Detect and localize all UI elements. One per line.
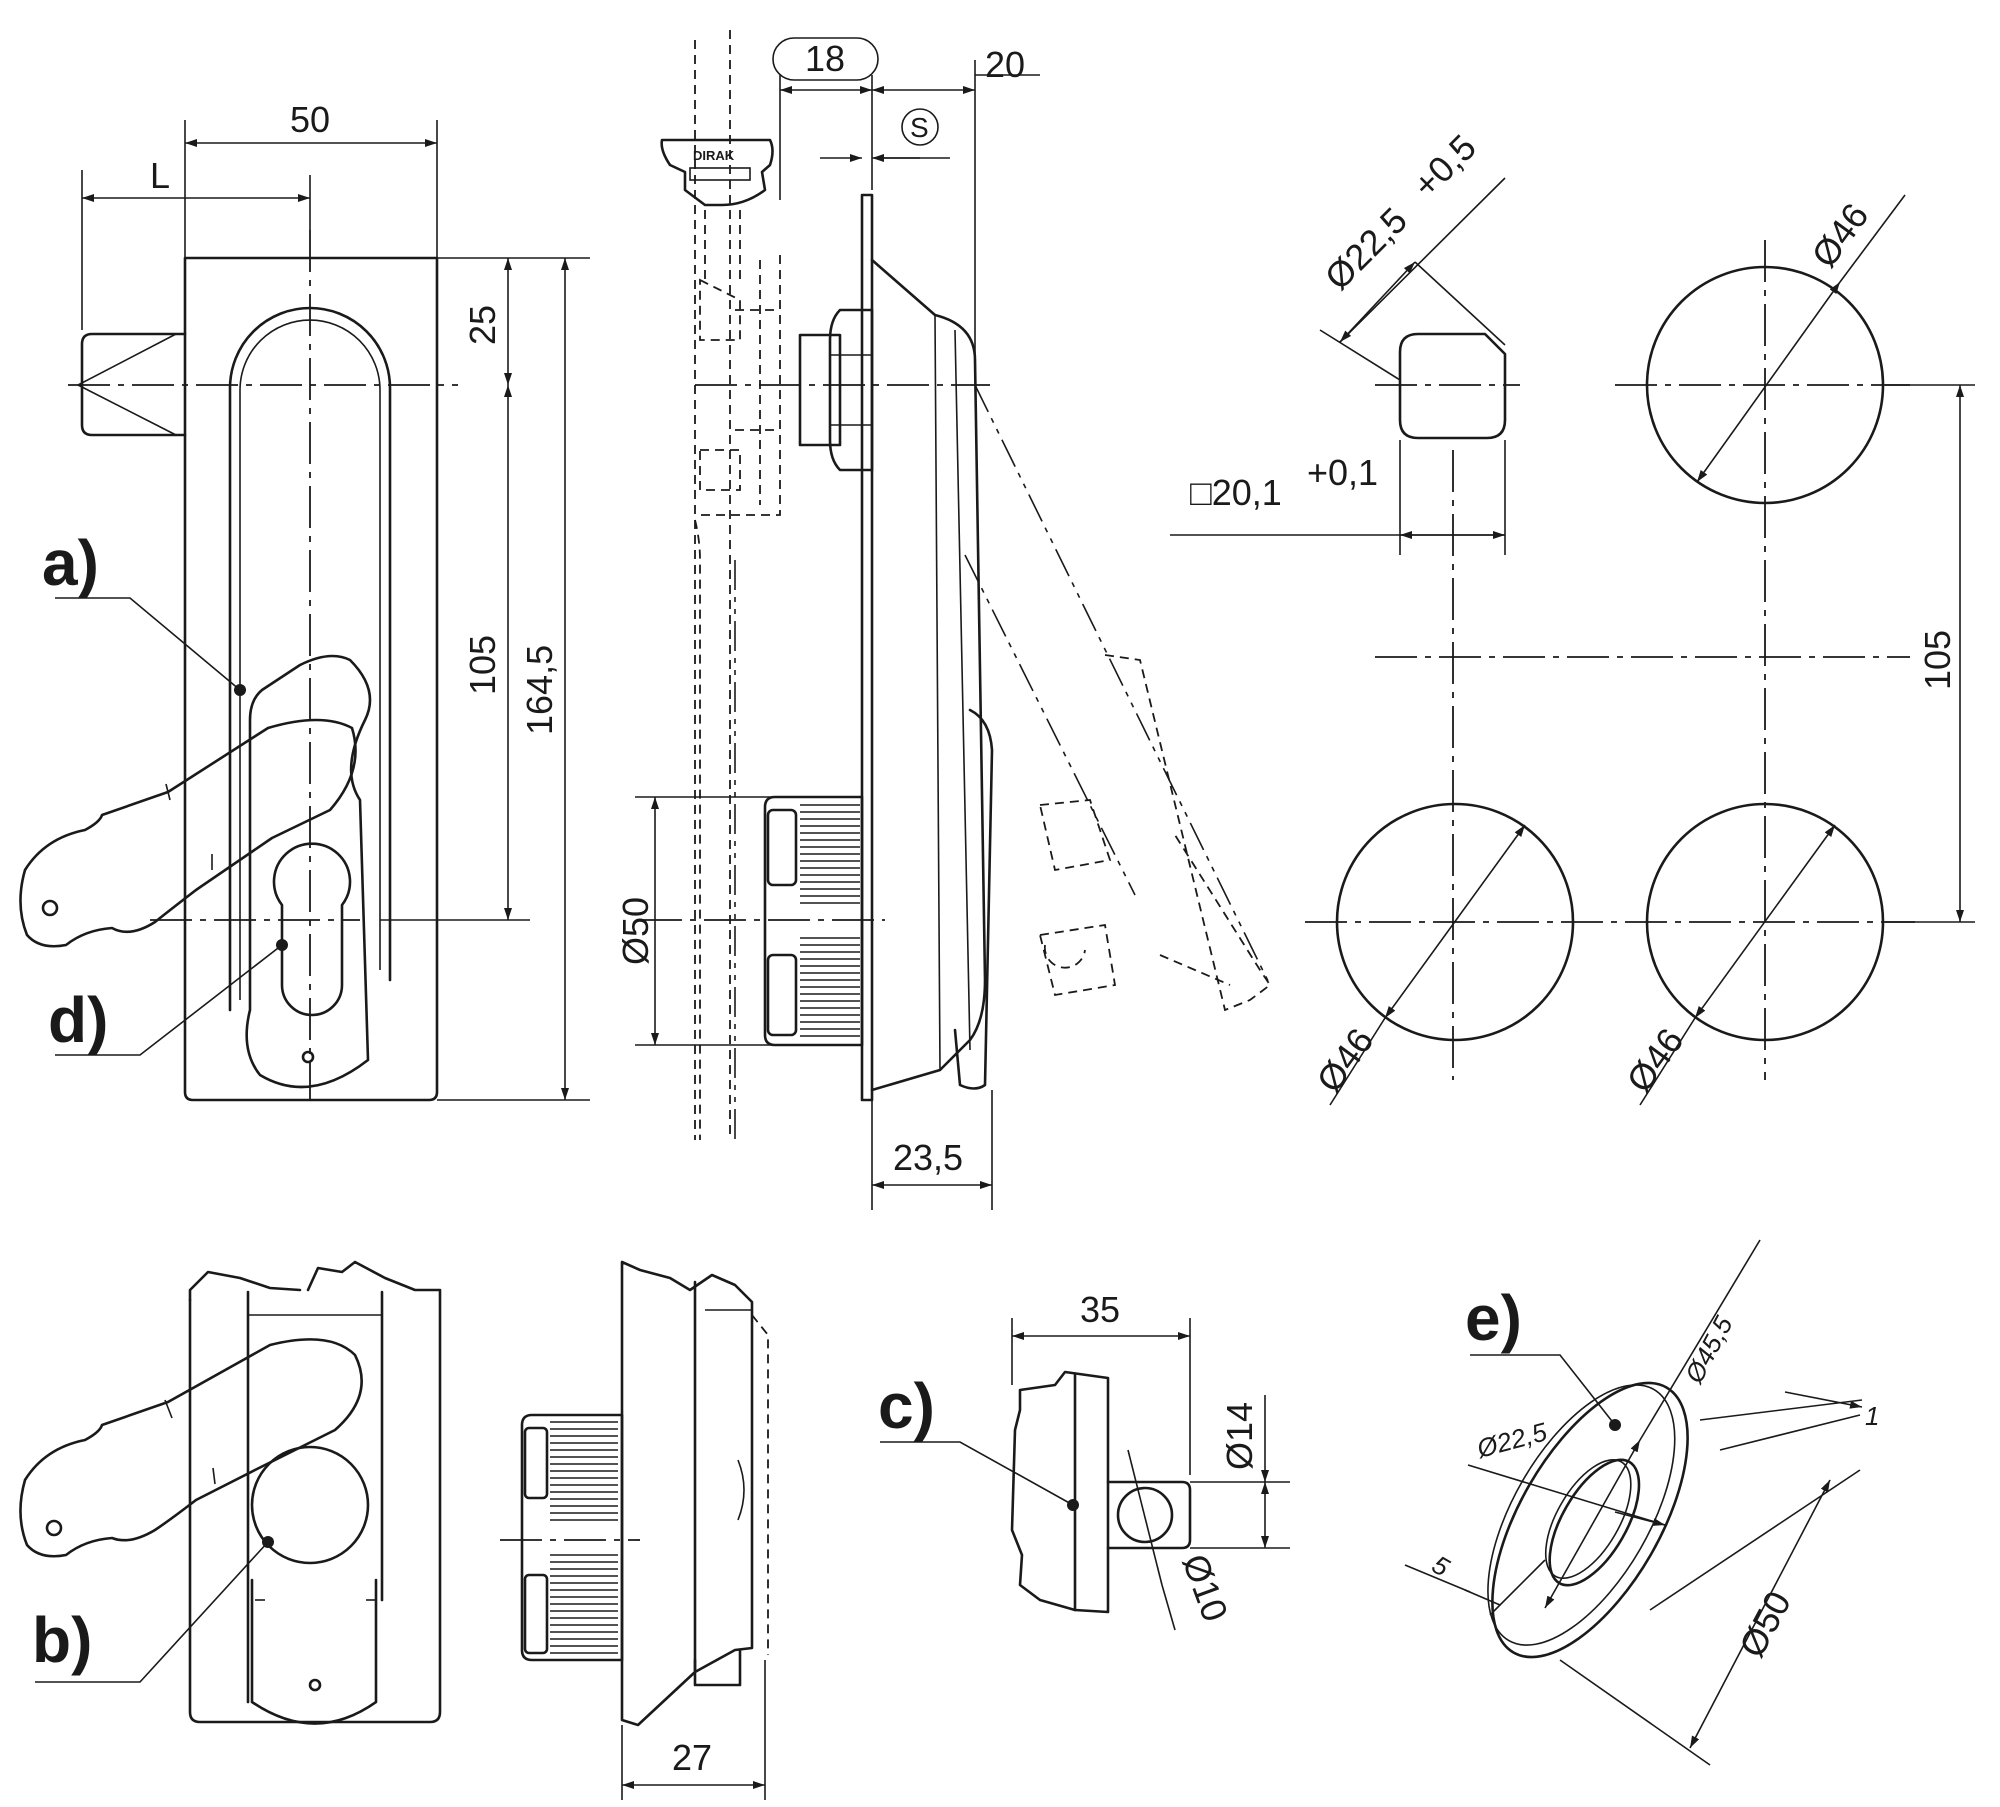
variant-c: 35 Ø14 Ø10 c)	[878, 1289, 1290, 1631]
dim-square-201: □20,1	[1190, 472, 1282, 513]
variant-e: Ø45,5 Ø22,5 1 Ø50 5 e)	[1404, 1239, 1879, 1766]
variant-b-side: 27	[500, 1260, 769, 1800]
side-view: DIRAK 18 20 S Ø50 23,5	[615, 30, 1272, 1210]
dim-pitch-105: 105	[462, 635, 503, 695]
callout-b: b)	[32, 1604, 92, 1676]
dim-rosette-50: Ø50	[615, 897, 656, 965]
variant-b: b)	[19, 1260, 442, 1725]
callout-d: d)	[48, 984, 108, 1056]
dim-cutout-pitch-105: 105	[1917, 630, 1958, 690]
dim-thickness-1: 1	[1865, 1401, 1879, 1431]
dim-hole-tolerance: +0,5	[1405, 126, 1484, 205]
dim-depth-27: 27	[672, 1737, 712, 1778]
callout-a: a)	[42, 527, 99, 599]
callout-c: c)	[878, 1370, 935, 1442]
dim-top-25: 25	[462, 305, 503, 345]
dim-pin-10: Ø10	[1174, 1549, 1236, 1627]
dim-projection-235: 23,5	[893, 1137, 963, 1178]
dim-circle-left-46: Ø46	[1308, 1021, 1381, 1100]
dim-width-5: 5	[1427, 1549, 1455, 1582]
dim-height-14: Ø14	[1219, 1402, 1260, 1470]
rosette-fins	[550, 1421, 618, 1654]
dim-circle-right-46: Ø46	[1618, 1021, 1691, 1100]
dim-square-tolerance: +0,1	[1307, 452, 1378, 493]
rosette-fins	[800, 804, 860, 1037]
dim-inner-455: Ø45,5	[1678, 1311, 1738, 1389]
dim-circle-top-46: Ø46	[1803, 196, 1876, 275]
dim-length-35: 35	[1080, 1289, 1120, 1330]
callout-e: e)	[1465, 1282, 1522, 1354]
front-view: L 50 25 105 164,5 a) d)	[19, 99, 590, 1102]
dim-sheet-s: S	[910, 112, 929, 143]
dim-height-1645: 164,5	[519, 645, 560, 735]
dim-offset-l: L	[150, 155, 170, 196]
dim-depth-20: 20	[985, 44, 1025, 85]
key-brand: DIRAK	[693, 148, 735, 163]
dim-width-50: 50	[290, 99, 330, 140]
dim-thread-18: 18	[805, 38, 845, 79]
dim-hole-e-225: Ø22,5	[1473, 1416, 1551, 1464]
panel-cutout: Ø46 Ø46 Ø46 Ø22,5 +0,5 □20,1 +0,1 105	[1170, 126, 1975, 1106]
